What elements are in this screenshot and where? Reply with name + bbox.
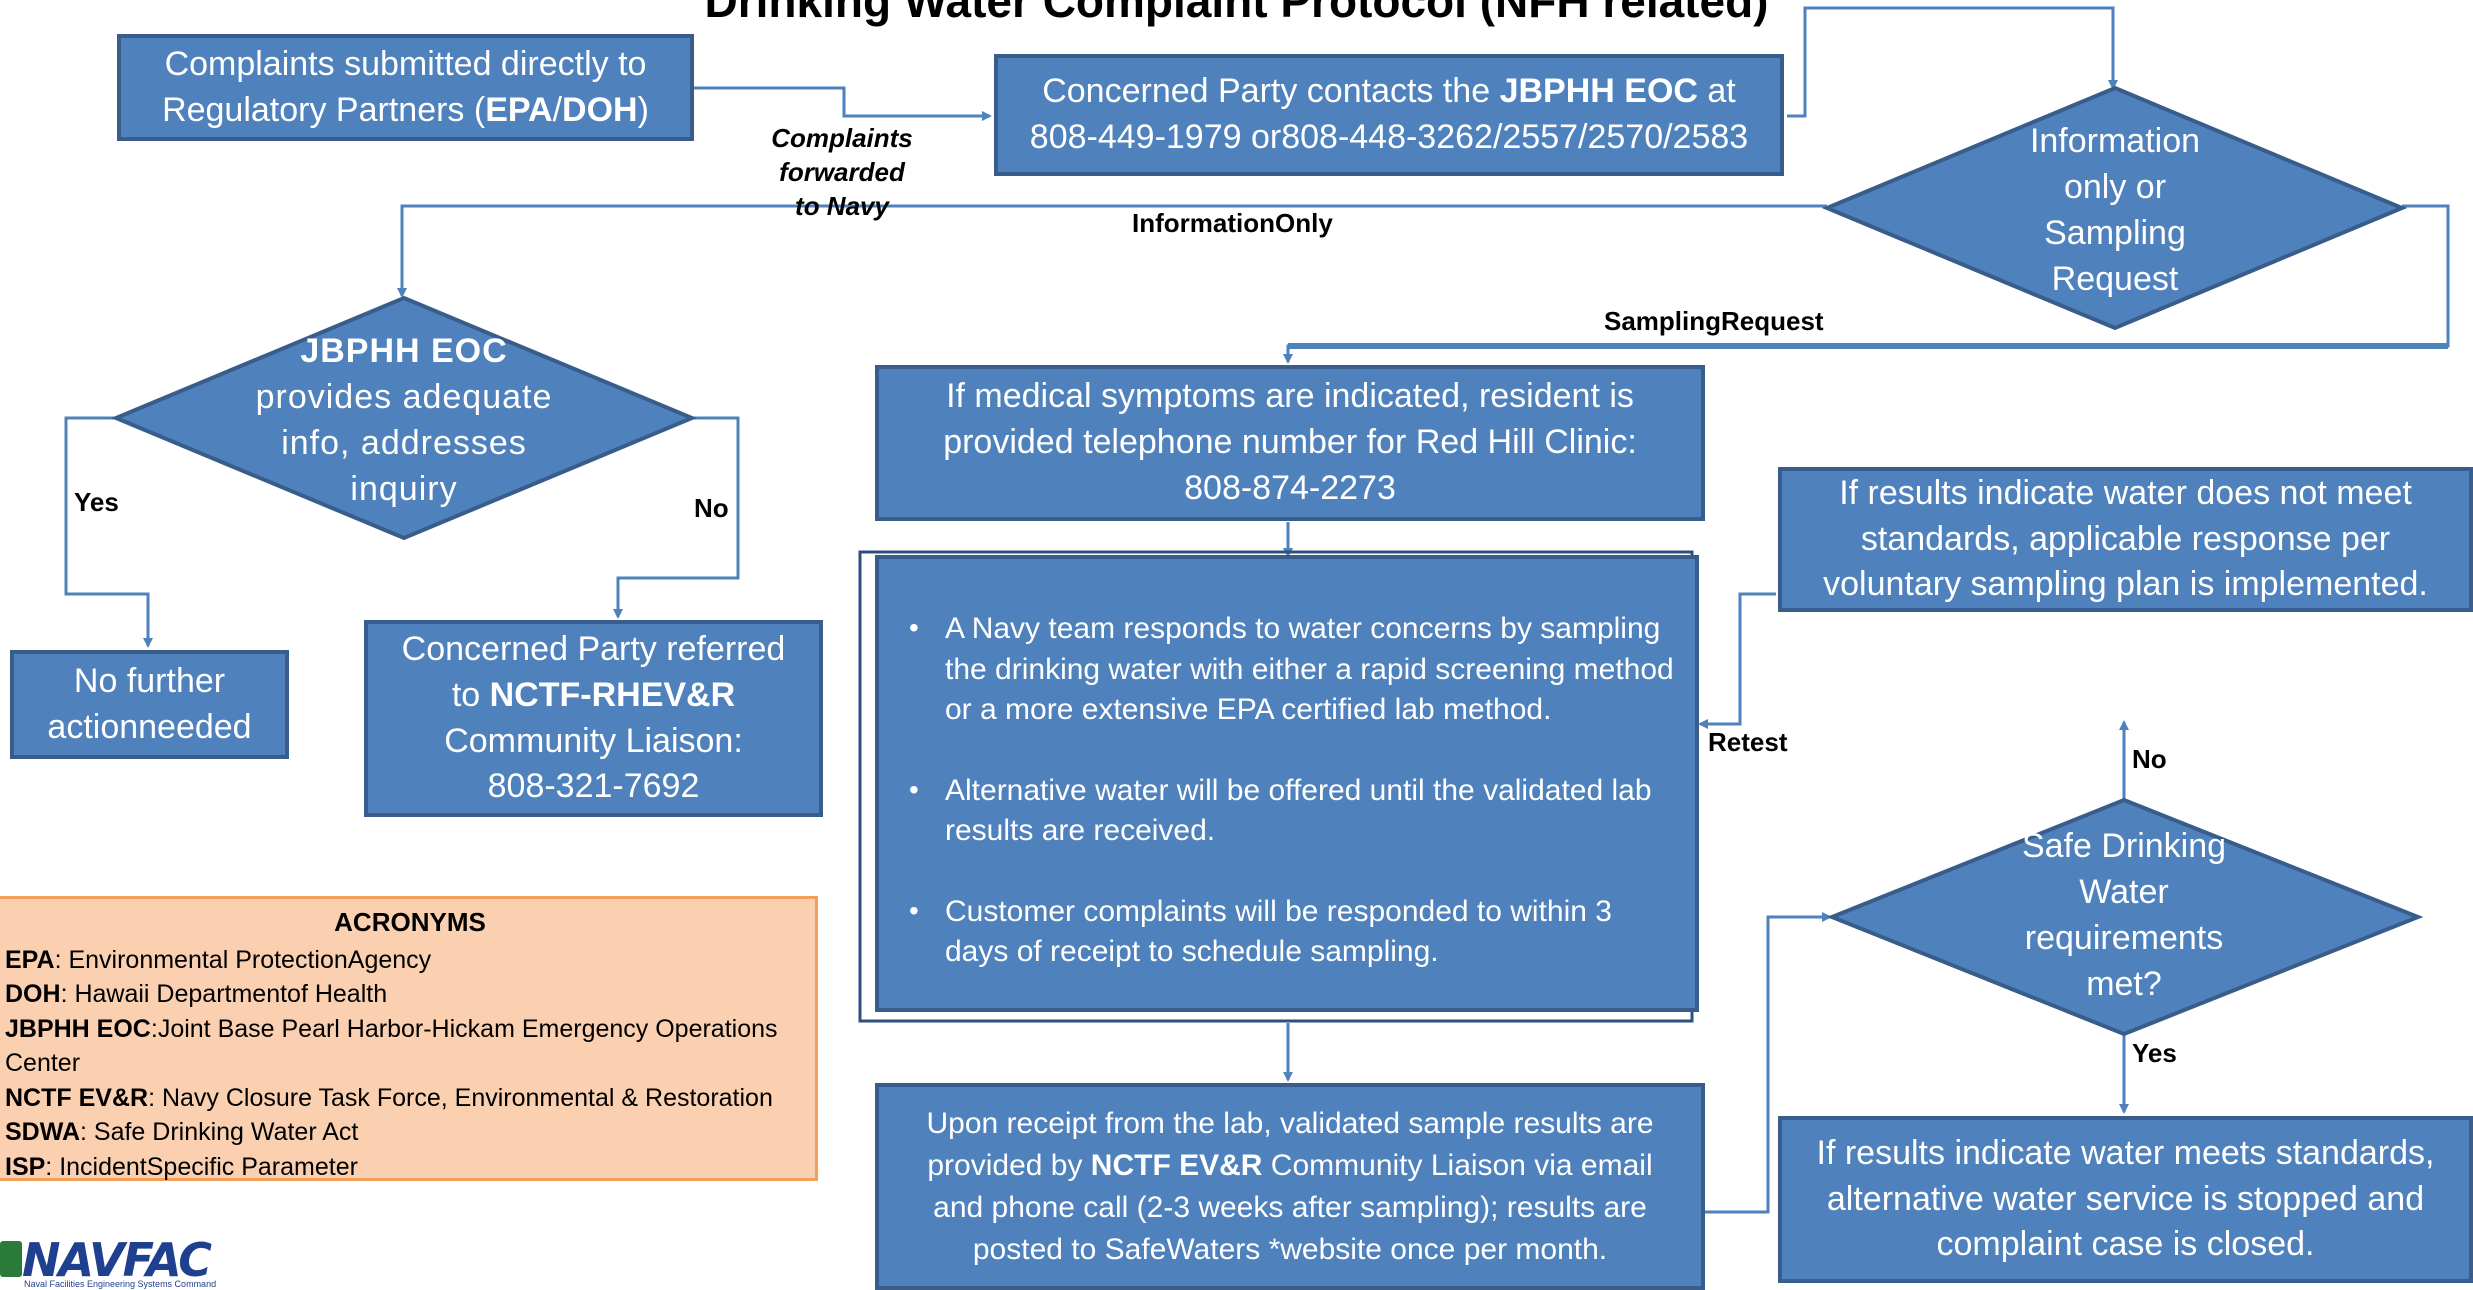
- box-results-line3: and phone call (2-3 weeks after sampling…: [933, 1190, 1647, 1224]
- box-complaints-direct: Complaints submitted directly to Regulat…: [117, 34, 694, 141]
- acronym-isp: ISP: IncidentSpecific Parameter: [5, 1152, 358, 1181]
- label-forwarded-line1: Complaints forwarded: [771, 123, 913, 187]
- acronym-doh: DOH: Hawaii Departmentof Health: [5, 980, 388, 1009]
- box-meets-line2: alternative water service is stopped and: [1826, 1179, 2425, 1218]
- box-complaints-direct-line2: Regulatory Partners (EPA/DOH): [162, 90, 649, 129]
- decision-safe-line3: requirements: [2024, 919, 2224, 957]
- decision-eoc-text: JBPHH EOC provides adequate info, addres…: [224, 325, 584, 515]
- label-forwarded-line2: to Navy: [795, 190, 889, 221]
- decision-safe-line1: Safe Drinking: [2021, 826, 2227, 865]
- box-medical-line2: provided telephone number for Red Hill C…: [943, 423, 1637, 462]
- decision-safe-line2: Water: [2079, 872, 2169, 911]
- box-contact-eoc-phones: 808-449-1979 or808-448-3262/2557/2570/25…: [1029, 118, 1749, 156]
- box-results-line2: provided by NCTF EV&R Community Liaison …: [927, 1148, 1653, 1182]
- label-yes-left: Yes: [74, 487, 119, 517]
- acronym-jbphh-eoc: JBPHH EOC:Joint Base Pearl Harbor-Hickam…: [5, 1014, 778, 1078]
- decision-eoc-line4: inquiry: [350, 470, 458, 509]
- decision-eoc-line3: info, addresses: [281, 424, 527, 462]
- box-meets-standards: If results indicate water meets standard…: [1778, 1116, 2473, 1283]
- box-not-meet-standards: If results indicate water does not meet …: [1778, 467, 2473, 612]
- connector-contact-to-decision: [1787, 6, 2118, 118]
- connector-retest: [1698, 592, 1776, 729]
- box-not-meet-line2: standards, applicable response per: [1860, 519, 2391, 558]
- decision-info-line3: Sampling: [2044, 214, 2186, 252]
- page-title: Drinking Water Complaint Protocol (NFH r…: [704, 0, 1769, 27]
- connector-info-only: [397, 204, 1827, 298]
- box-meets-line3: complaint case is closed.: [1936, 1225, 2315, 1264]
- box-referred-liaison: Concerned Party referred to NCTF-RHEV&R …: [364, 620, 823, 817]
- connector-yes-left: [64, 416, 153, 648]
- navfac-logo: NAVFAC Naval Facilities Engineering Syst…: [0, 1233, 230, 1290]
- decision-safe-line4: met?: [2086, 965, 2162, 1004]
- box-meets-line1: If results indicate water meets standard…: [1816, 1133, 2435, 1172]
- box-medical-line1: If medical symptoms are indicated, resid…: [946, 377, 1634, 416]
- acronyms-legend: ACRONYMS EPA: Environmental ProtectionAg…: [0, 896, 818, 1181]
- box-medical: If medical symptoms are indicated, resid…: [875, 365, 1705, 521]
- box-contact-eoc: Concerned Party contacts the JBPHH EOC a…: [994, 54, 1784, 176]
- decision-info-or-sampling: [1821, 85, 2408, 331]
- label-no-left: No: [694, 493, 729, 523]
- label-forwarded: Complaints forwarded to Navy: [712, 122, 972, 223]
- decision-info-line2: only or: [2063, 167, 2167, 206]
- bullet-alternative-water: Alternative water will be offered until …: [909, 771, 1676, 852]
- label-sampling-request: SamplingRequest: [1604, 306, 1824, 336]
- box-referred-line1: Concerned Party referred: [401, 629, 786, 668]
- box-referred-line3: Community Liaison:: [444, 721, 743, 760]
- acronyms-heading: ACRONYMS: [334, 907, 486, 937]
- box-no-further-line2: actionneeded: [47, 707, 252, 746]
- decision-eoc-line1: JBPHH EOC: [300, 331, 508, 370]
- label-retest: Retest: [1708, 727, 1788, 757]
- label-information-only: InformationOnly: [1132, 208, 1333, 238]
- connector-results-to-decision: [1705, 912, 1832, 1214]
- bullet-navy-team: A Navy team responds to water concerns b…: [909, 609, 1676, 731]
- connector-forwarded: [694, 86, 992, 121]
- box-not-meet-line3: voluntary sampling plan is implemented.: [1823, 565, 2428, 604]
- acronym-epa: EPA: Environmental ProtectionAgency: [5, 945, 432, 974]
- label-yes-right: Yes: [2132, 1038, 2177, 1068]
- navfac-emblem-icon: [0, 1241, 22, 1277]
- box-no-further-action: No further actionneeded: [10, 650, 289, 759]
- sampling-bullets: A Navy team responds to water concerns b…: [877, 557, 1700, 1007]
- box-results-provided: Upon receipt from the lab, validated sam…: [875, 1083, 1705, 1290]
- box-not-meet-line1: If results indicate water does not meet: [1839, 473, 2412, 512]
- decision-info-line1: Information: [2029, 121, 2201, 160]
- box-results-line1: Upon receipt from the lab, validated sam…: [926, 1106, 1654, 1140]
- label-no-right: No: [2132, 744, 2167, 774]
- connector-no-left: [613, 416, 740, 619]
- decision-safe-text: Safe Drinking Water requirements met?: [1974, 820, 2274, 1010]
- box-contact-eoc-line1: Concerned Party contacts the JBPHH EOC a…: [1042, 72, 1736, 111]
- navfac-subtitle: Naval Facilities Engineering Systems Com…: [24, 1279, 217, 1289]
- box-no-further-line1: No further: [73, 661, 226, 700]
- box-referred-phone: 808-321-7692: [487, 767, 700, 806]
- decision-eoc-adequate: [110, 295, 698, 541]
- decision-info-text: Information only or Sampling Request: [1965, 100, 2265, 320]
- box-referred-line2: to NCTF-RHEV&R: [451, 675, 736, 714]
- box-results-line4: posted to SafeWaters *website once per m…: [972, 1232, 1608, 1266]
- acronym-nctf-evr: NCTF EV&R: Navy Closure Task Force, Envi…: [5, 1083, 773, 1112]
- box-complaints-direct-line1: Complaints submitted directly to: [164, 44, 647, 83]
- bullet-response-time: Customer complaints will be responded to…: [909, 892, 1676, 973]
- decision-eoc-line2: provides adequate: [255, 377, 553, 416]
- decision-safe-water: [1826, 797, 2424, 1037]
- acronym-sdwa: SDWA: Safe Drinking Water Act: [5, 1118, 359, 1147]
- decision-info-line4: Request: [2051, 260, 2179, 299]
- box-medical-line3: 808-874-2273: [1184, 468, 1396, 507]
- navfac-wordmark: NAVFAC: [22, 1233, 212, 1287]
